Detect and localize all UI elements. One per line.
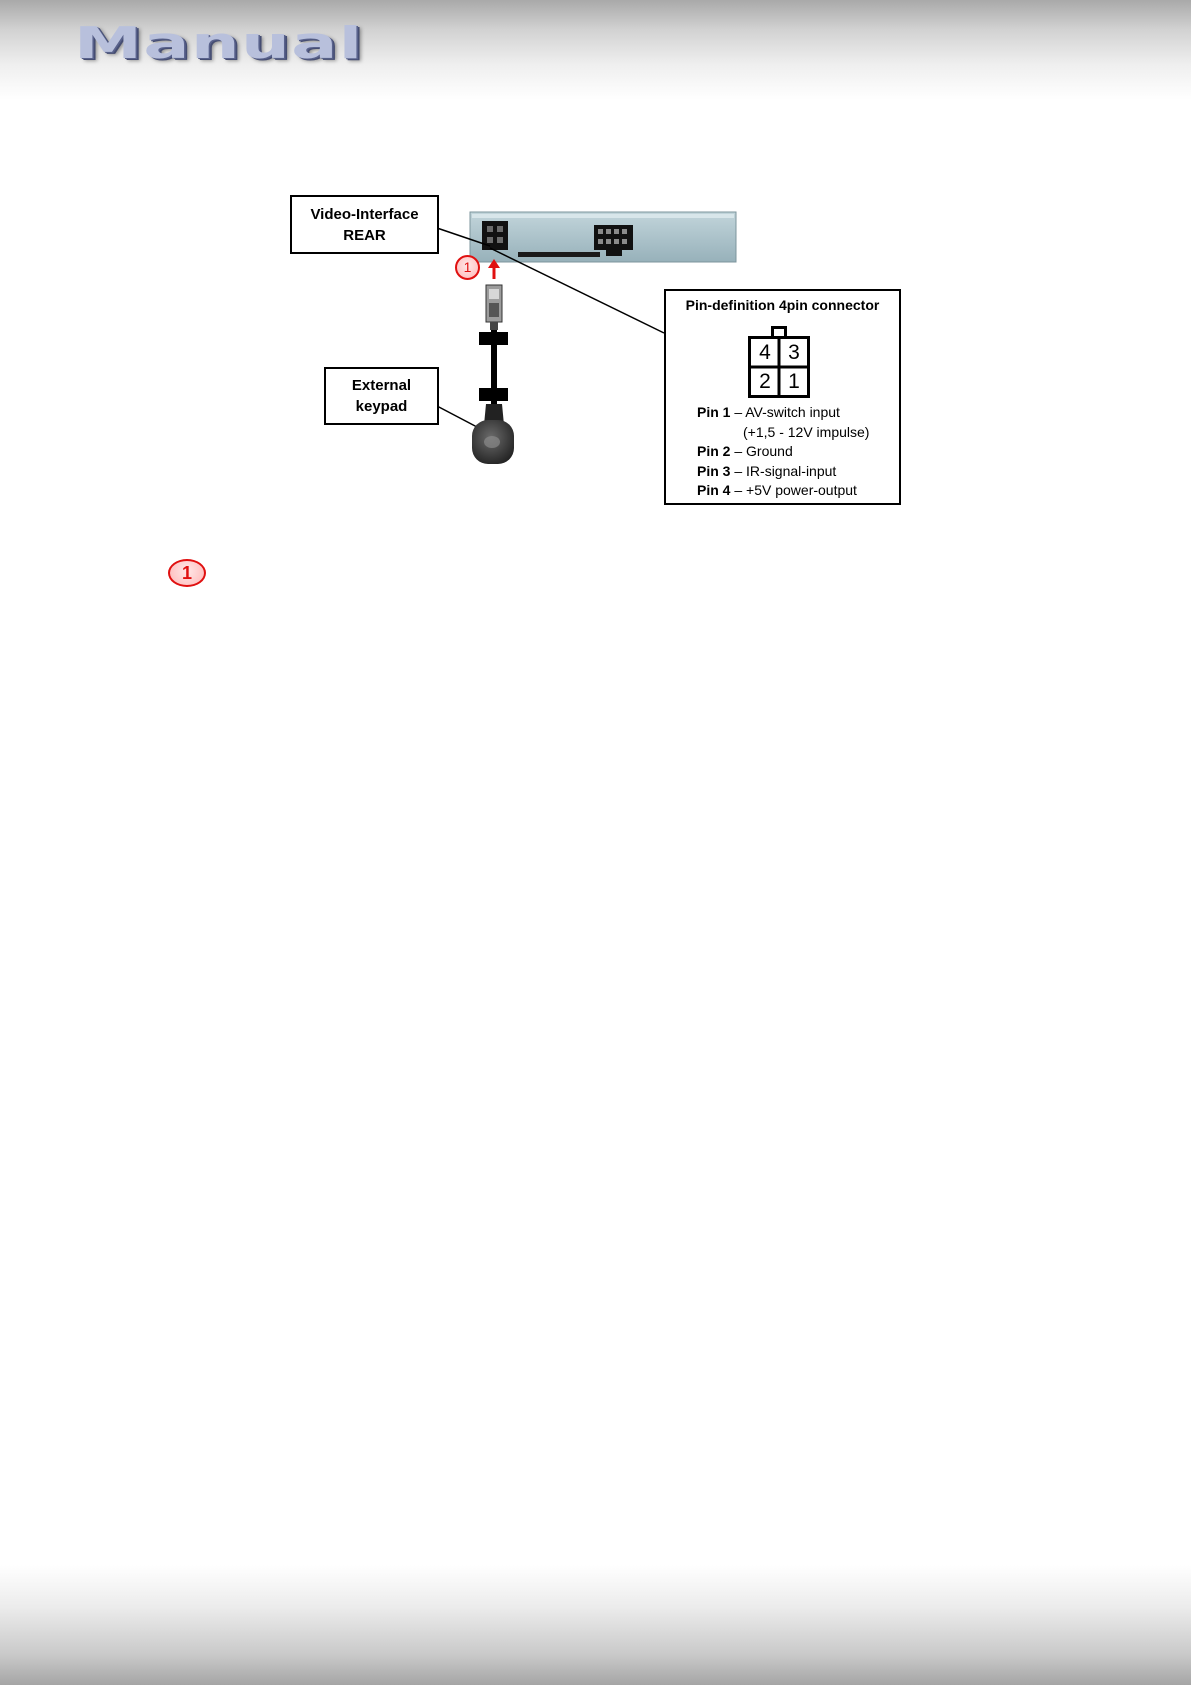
keypad-icon: [472, 404, 514, 464]
pin-cell-3: 3: [780, 339, 808, 367]
keypad-label-line2: keypad: [326, 396, 437, 417]
multi-pin-socket: [594, 225, 633, 250]
cable-clip-upper: [479, 332, 508, 345]
video-interface-rear-label: Video-Interface REAR: [290, 195, 439, 254]
pin-line-1-detail: (+1,5 - 12V impulse): [697, 423, 869, 443]
legend-step-badge: 1: [168, 559, 206, 587]
pin-definition-title: Pin-definition 4pin connector: [666, 297, 899, 313]
external-keypad-label: External keypad: [324, 367, 439, 425]
pin-line-4: Pin 4 – +5V power-output: [697, 481, 869, 501]
pin-cell-2: 2: [751, 368, 779, 396]
pin-cell-1: 1: [780, 368, 808, 396]
video-interface-label-line1: Video-Interface: [292, 204, 437, 225]
pin-cell-4: 4: [751, 339, 779, 367]
plug-connector: [486, 285, 502, 330]
cable-clip-lower: [479, 388, 508, 401]
video-interface-device: [470, 212, 736, 262]
leader-line-keypad: [437, 406, 477, 427]
four-pin-socket: [482, 221, 508, 250]
video-interface-label-line2: REAR: [292, 225, 437, 246]
pin-definition-box: Pin-definition 4pin connector 4 3 2 1 Pi…: [664, 289, 901, 505]
pin-line-2: Pin 2 – Ground: [697, 442, 869, 462]
pin-line-3: Pin 3 – IR-signal-input: [697, 462, 869, 482]
pin-definition-list: Pin 1 – AV-switch input (+1,5 - 12V impu…: [697, 403, 869, 501]
keypad-label-line1: External: [326, 375, 437, 396]
step-badge-diagram: 1: [455, 255, 480, 280]
footer-band: [0, 1565, 1191, 1685]
four-pin-connector-icon: 4 3 2 1: [748, 336, 810, 398]
pin-line-1: Pin 1 – AV-switch input: [697, 403, 869, 423]
